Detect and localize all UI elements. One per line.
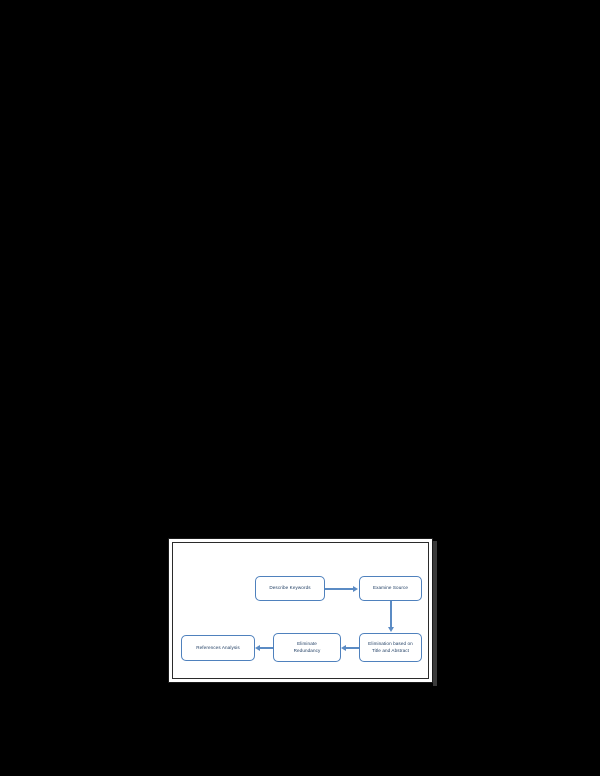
- arrow-head-right-icon: [353, 585, 358, 592]
- arrow-shaft: [325, 588, 354, 590]
- flow-node-label: Describe Keywords: [269, 585, 311, 591]
- arrow-head-left-icon: [255, 644, 260, 651]
- flow-node-label-line2: Redundancy: [293, 647, 321, 653]
- flow-node-label: Elimination based on Title and Abstract: [368, 641, 413, 655]
- flow-node-label-line1: Eliminate: [297, 640, 317, 646]
- flow-node-eliminate-redundancy[interactable]: Eliminate Redundancy: [273, 633, 341, 662]
- arrow-head-down-icon: [387, 627, 394, 632]
- flow-node-label: References Analysis: [196, 644, 240, 650]
- flow-node-label: Examine Source: [372, 585, 409, 591]
- flow-node-references-analysis[interactable]: References Analysis: [181, 635, 255, 661]
- arrow-head-left-icon: [341, 644, 346, 651]
- arrow-shaft: [346, 647, 359, 649]
- flow-node-label-line1: Elimination based on: [368, 640, 413, 646]
- flow-node-elimination-title-abstract[interactable]: Elimination based on Title and Abstract: [359, 633, 422, 662]
- flow-node-label: Eliminate Redundancy: [294, 641, 321, 655]
- flow-node-label-line2: Title and Abstract: [371, 647, 410, 653]
- figure-frame: Describe Keywords Examine Source Elimina…: [172, 542, 429, 679]
- page-shadow: [433, 541, 437, 686]
- arrow-shaft: [260, 647, 273, 649]
- flow-node-describe-keywords[interactable]: Describe Keywords: [255, 576, 325, 601]
- flowchart-diagram: Describe Keywords Examine Source Elimina…: [173, 543, 428, 678]
- arrow-shaft: [390, 601, 392, 628]
- flow-node-examine-source[interactable]: Examine Source: [359, 576, 422, 601]
- scanned-page: Describe Keywords Examine Source Elimina…: [168, 538, 433, 683]
